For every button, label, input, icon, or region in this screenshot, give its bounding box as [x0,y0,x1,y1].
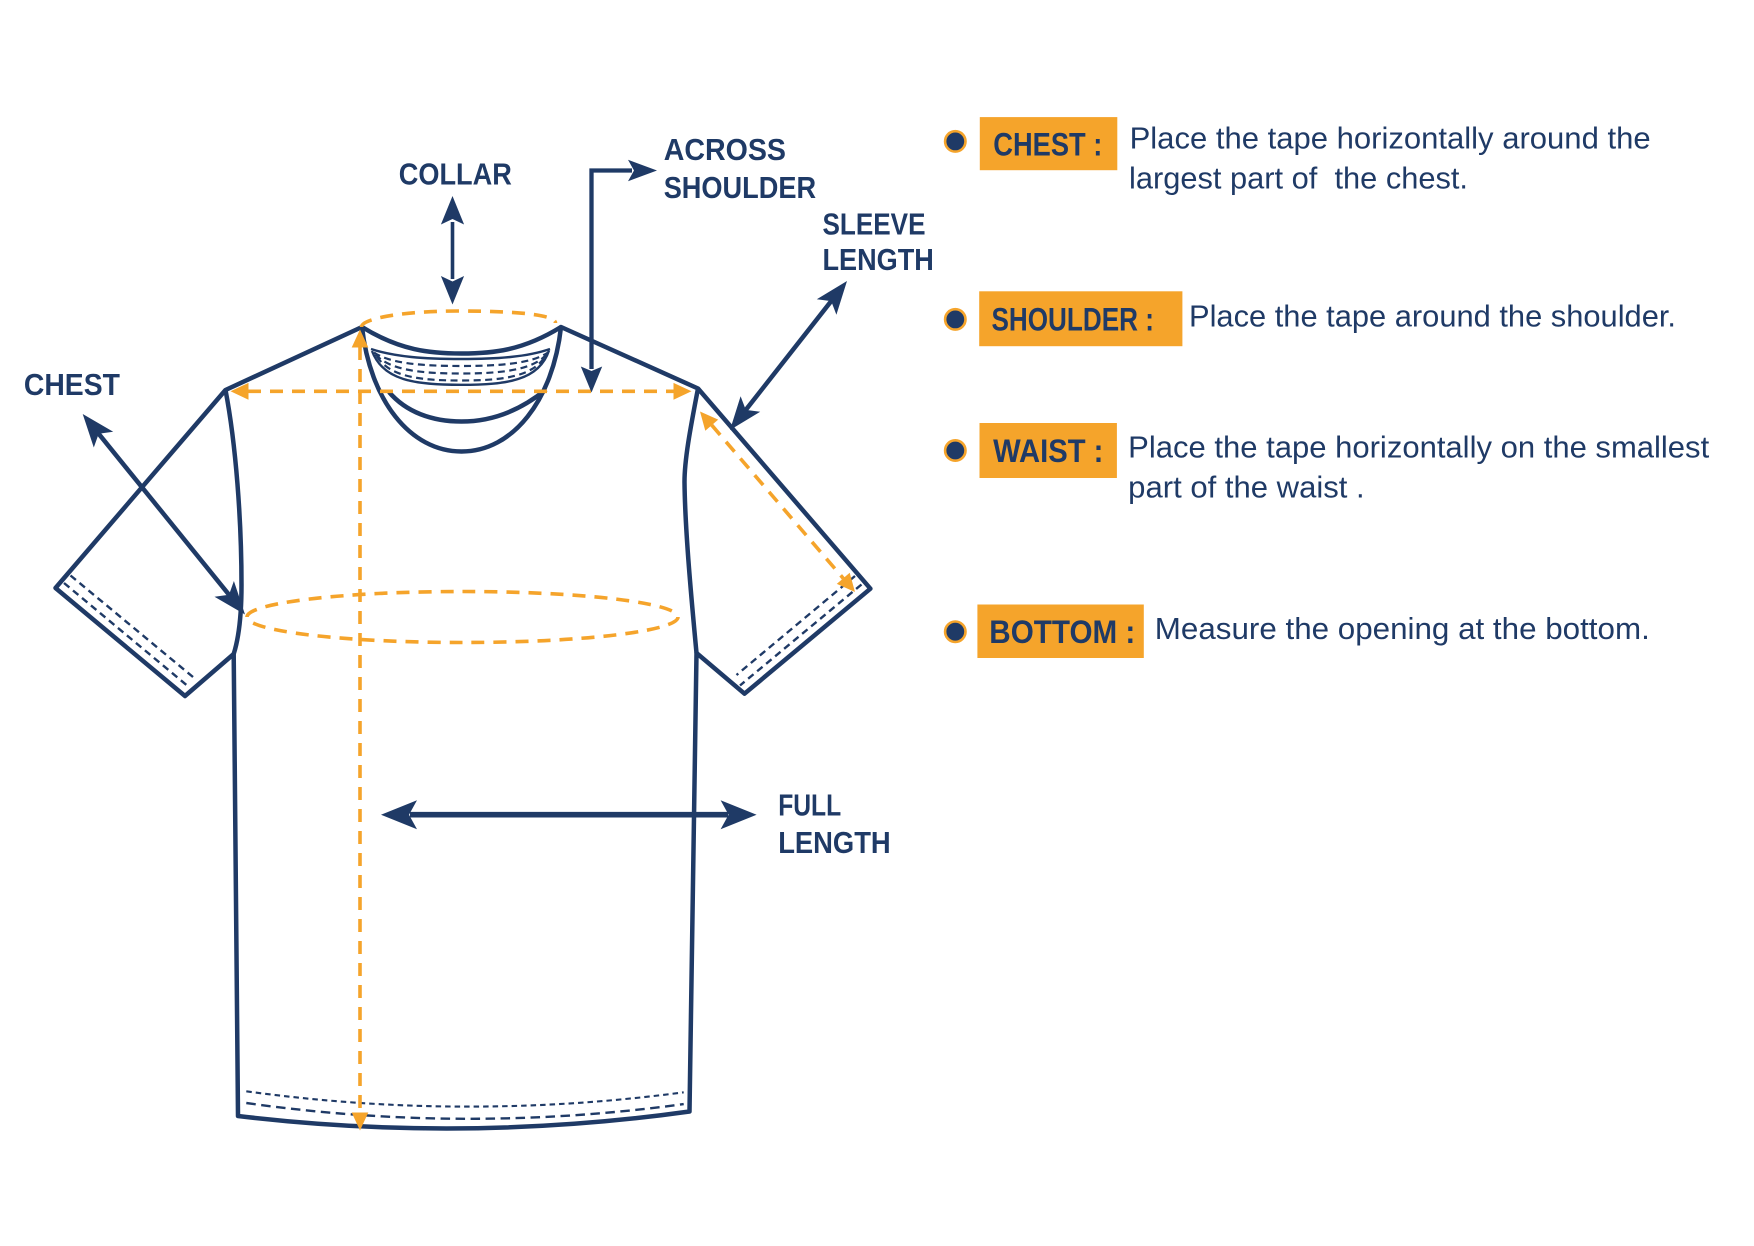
svg-text:Place the tape horizontally ar: Place the tape horizontally around the [1130,122,1651,156]
svg-text:largest part of the chest.: largest part of the chest. [1129,161,1468,195]
svg-text:CHEST :: CHEST : [993,126,1102,162]
svg-text:BOTTOM :: BOTTOM : [989,614,1135,650]
svg-text:WAIST :: WAIST : [993,433,1103,469]
svg-text:part of the waist .: part of the waist . [1128,470,1365,504]
svg-text:Measure the opening at the bot: Measure the opening at the bottom. [1155,612,1650,646]
svg-text:ACROSS: ACROSS [664,132,786,167]
svg-text:Place the tape around the shou: Place the tape around the shoulder. [1189,300,1676,334]
svg-text:COLLAR: COLLAR [399,157,512,192]
svg-text:CHEST: CHEST [24,367,120,402]
svg-text:Place the tape horizontally on: Place the tape horizontally on the small… [1128,431,1710,465]
svg-text:FULL: FULL [778,788,841,823]
svg-text:LENGTH: LENGTH [823,242,934,277]
svg-text:SHOULDER :: SHOULDER : [992,302,1154,338]
svg-text:LENGTH: LENGTH [778,825,891,860]
svg-text:SLEEVE: SLEEVE [823,207,926,242]
svg-text:SHOULDER: SHOULDER [664,170,816,205]
